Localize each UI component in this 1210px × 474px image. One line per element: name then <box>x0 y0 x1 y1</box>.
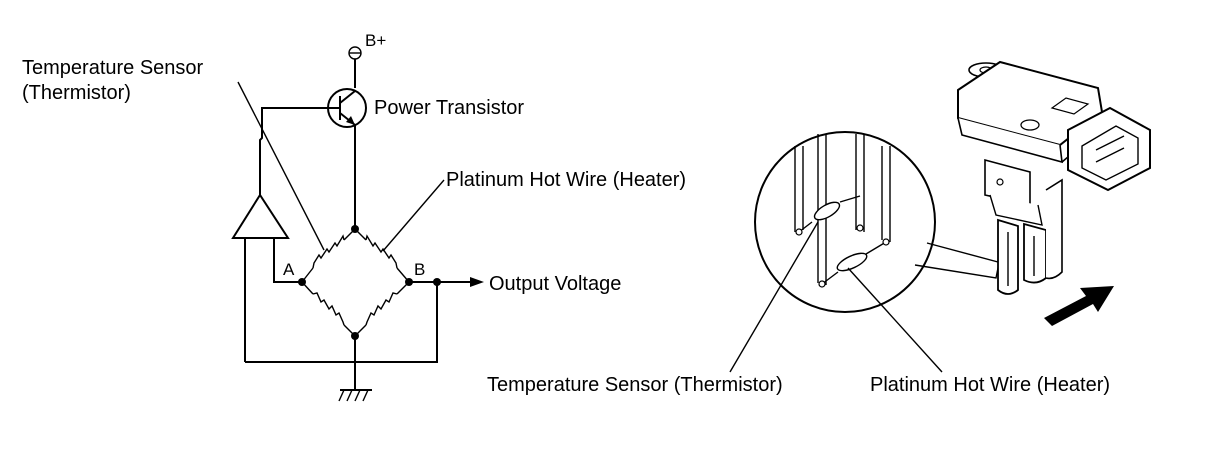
magnified-detail-circle <box>754 131 936 313</box>
node-b-label: B <box>414 260 425 279</box>
air-flow-sensor-body <box>957 60 1151 295</box>
supply-label: B+ <box>365 31 386 50</box>
power-transistor-symbol <box>327 88 367 229</box>
sensor-illustration: Temperature Sensor (Thermistor) Platinum… <box>487 60 1151 396</box>
thermistor-element <box>795 195 864 236</box>
hot-wire-element <box>818 238 890 288</box>
temp-sensor-leader <box>237 81 325 251</box>
wheatstone-bridge <box>298 225 413 340</box>
sensor-hot-wire-label: Platinum Hot Wire (Heater) <box>870 374 1110 396</box>
ground-symbol <box>338 336 372 402</box>
amplifier-symbol <box>231 193 290 239</box>
temp-sensor-label-line2: (Thermistor) <box>22 82 131 104</box>
air-flow-arrow-icon <box>1044 286 1114 326</box>
hot-wire-label: Platinum Hot Wire (Heater) <box>446 169 686 191</box>
supply-terminal <box>348 46 362 88</box>
amp-input-wire <box>273 238 302 283</box>
power-transistor-label: Power Transistor <box>374 97 524 119</box>
zoom-connector-lower <box>914 257 1001 279</box>
thermistor-leader <box>729 221 819 373</box>
zoom-connector-upper <box>926 235 1001 263</box>
sensor-temp-label: Temperature Sensor (Thermistor) <box>487 374 783 396</box>
node-a-label: A <box>283 260 295 279</box>
temp-sensor-label-line1: Temperature Sensor <box>22 57 204 79</box>
output-voltage-label: Output Voltage <box>489 273 621 295</box>
hot-wire-detail-leader <box>847 267 943 373</box>
circuit-diagram: B+ Power Transistor <box>22 31 686 402</box>
output-arrow-icon <box>470 277 484 287</box>
base-wire <box>259 107 340 195</box>
bottom-wire <box>245 282 438 363</box>
hot-wire-leader <box>382 179 445 252</box>
